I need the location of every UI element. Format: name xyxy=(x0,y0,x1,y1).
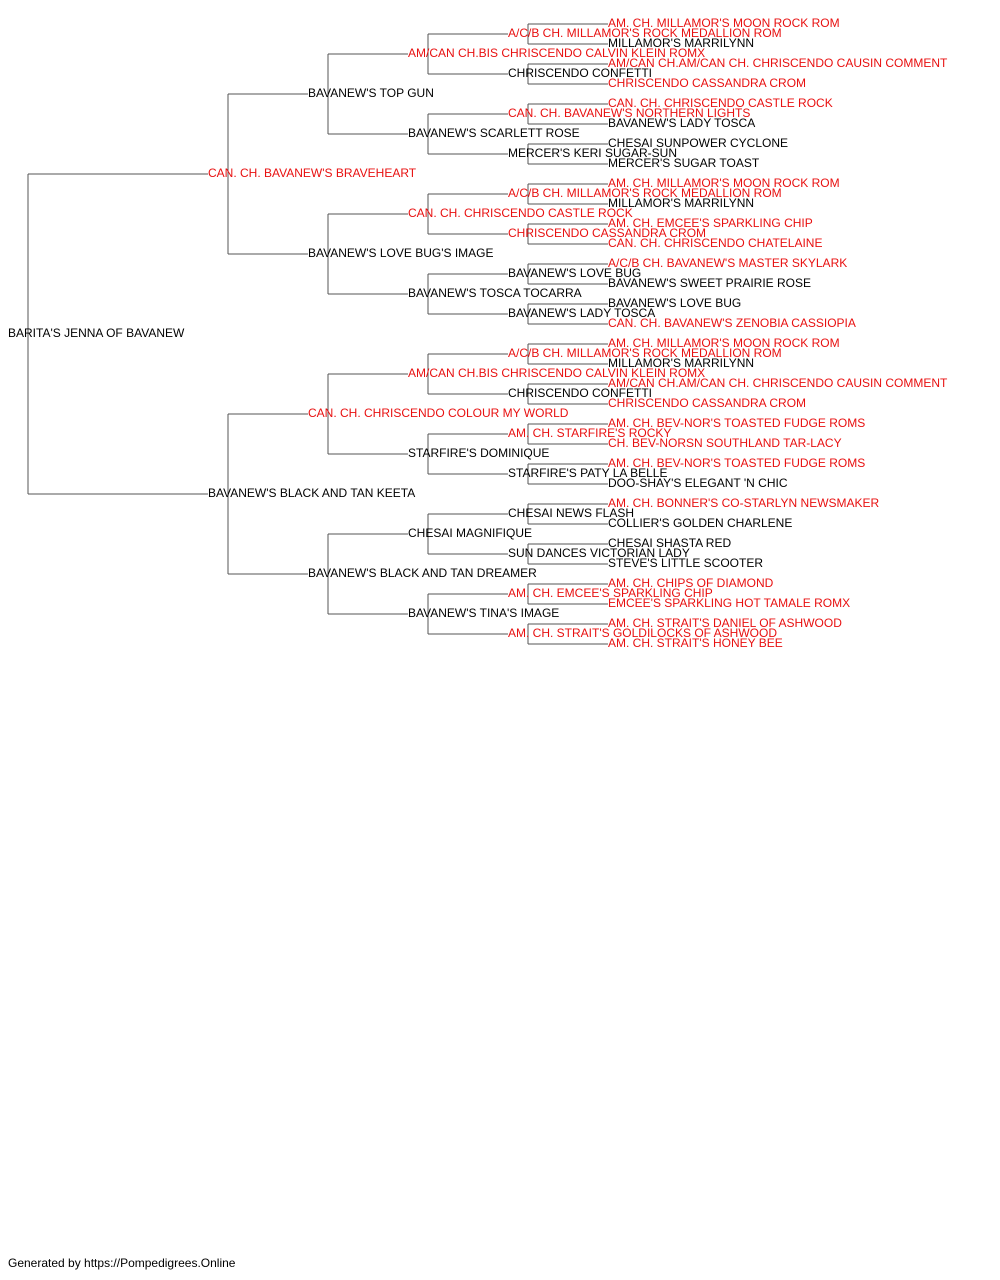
ancestor-name-gen5: AM. CH. STRAIT'S DANIEL OF ASHWOOD xyxy=(608,616,842,630)
ancestor-name-gen1: CAN. CH. BAVANEW'S BRAVEHEART xyxy=(208,166,417,180)
subject-dog-name: BARITA'S JENNA OF BAVANEW xyxy=(8,326,185,340)
ancestor-name-gen5: AM. CH. CHIPS OF DIAMOND xyxy=(608,576,774,590)
ancestor-name-gen3: CHESAI MAGNIFIQUE xyxy=(408,526,532,540)
ancestor-name-gen3: CAN. CH. CHRISCENDO CASTLE ROCK xyxy=(408,206,633,220)
ancestor-name-gen5: AM. CH. MILLAMOR'S MOON ROCK ROM xyxy=(608,176,840,190)
ancestor-name-gen5: EMCEE'S SPARKLING HOT TAMALE ROMX xyxy=(608,596,850,610)
ancestor-name-gen5: CAN. CH. CHRISCENDO CHATELAINE xyxy=(608,236,822,250)
ancestor-name-gen5: AM. CH. BONNER'S CO-STARLYN NEWSMAKER xyxy=(608,496,880,510)
ancestor-name-gen3: STARFIRE'S DOMINIQUE xyxy=(408,446,549,460)
ancestor-name-gen4: CHESAI NEWS FLASH xyxy=(508,506,634,520)
ancestor-name-gen5: BAVANEW'S LOVE BUG xyxy=(608,296,741,310)
ancestor-name-gen5: BAVANEW'S LADY TOSCA xyxy=(608,116,755,130)
ancestor-name-gen5: MERCER'S SUGAR TOAST xyxy=(608,156,760,170)
ancestor-name-gen5: STEVE'S LITTLE SCOOTER xyxy=(608,556,763,570)
ancestor-name-gen5: A/C/B CH. BAVANEW'S MASTER SKYLARK xyxy=(608,256,847,270)
ancestor-name-gen5: AM. CH. EMCEE'S SPARKLING CHIP xyxy=(608,216,813,230)
ancestor-name-gen4: SUN DANCES VICTORIAN LADY xyxy=(508,546,690,560)
ancestor-name-gen5: CHRISCENDO CASSANDRA CROM xyxy=(608,396,806,410)
ancestor-name-gen4: CHRISCENDO CONFETTI xyxy=(508,66,652,80)
ancestor-name-gen3: AM/CAN CH.BIS CHRISCENDO CALVIN KLEIN RO… xyxy=(408,366,705,380)
ancestor-name-gen5: CHESAI SHASTA RED xyxy=(608,536,731,550)
ancestor-name-gen5: MILLAMOR'S MARRILYNN xyxy=(608,36,754,50)
ancestor-name-gen4: CHRISCENDO CONFETTI xyxy=(508,386,652,400)
ancestor-name-gen2: BAVANEW'S TOP GUN xyxy=(308,86,434,100)
ancestor-name-gen2: BAVANEW'S LOVE BUG'S IMAGE xyxy=(308,246,494,260)
ancestor-name-gen5: CAN. CH. CHRISCENDO CASTLE ROCK xyxy=(608,96,833,110)
ancestor-name-gen2: CAN. CH. CHRISCENDO COLOUR MY WORLD xyxy=(308,406,569,420)
ancestor-name-gen4: A/C/B CH. MILLAMOR'S ROCK MEDALLION ROM xyxy=(508,186,782,200)
ancestor-name-gen4: A/C/B CH. MILLAMOR'S ROCK MEDALLION ROM xyxy=(508,346,782,360)
ancestor-name-gen5: CHRISCENDO CASSANDRA CROM xyxy=(608,76,806,90)
ancestor-name-gen4: AM. CH. STARFIRE'S ROCKY xyxy=(508,426,671,440)
ancestor-name-gen5: AM. CH. BEV-NOR'S TOASTED FUDGE ROMS xyxy=(608,416,865,430)
ancestor-name-gen4: BAVANEW'S LADY TOSCA xyxy=(508,306,655,320)
ancestor-name-gen3: AM/CAN CH.BIS CHRISCENDO CALVIN KLEIN RO… xyxy=(408,46,705,60)
ancestor-name-gen1: BAVANEW'S BLACK AND TAN KEETA xyxy=(208,486,415,500)
ancestor-name-gen4: AM. CH. STRAIT'S GOLDILOCKS OF ASHWOOD xyxy=(508,626,777,640)
ancestor-name-gen5: MILLAMOR'S MARRILYNN xyxy=(608,356,754,370)
ancestor-name-gen5: AM. CH. STRAIT'S HONEY BEE xyxy=(608,636,783,650)
ancestor-name-gen4: STARFIRE'S PATY LA BELLE xyxy=(508,466,667,480)
ancestor-name-gen4: AM. CH. EMCEE'S SPARKLING CHIP xyxy=(508,586,713,600)
ancestor-name-gen4: BAVANEW'S LOVE BUG xyxy=(508,266,641,280)
ancestor-name-gen2: BAVANEW'S BLACK AND TAN DREAMER xyxy=(308,566,537,580)
ancestor-name-gen5: AM/CAN CH.AM/CAN CH. CHRISCENDO CAUSIN C… xyxy=(608,376,948,390)
ancestor-name-gen5: DOO-SHAY'S ELEGANT 'N CHIC xyxy=(608,476,788,490)
ancestor-name-gen5: CH. BEV-NORSN SOUTHLAND TAR-LACY xyxy=(608,436,842,450)
ancestor-name-gen4: CAN. CH. BAVANEW'S NORTHERN LIGHTS xyxy=(508,106,750,120)
ancestor-name-gen3: BAVANEW'S SCARLETT ROSE xyxy=(408,126,580,140)
ancestor-name-gen4: MERCER'S KERI SUGAR-SUN xyxy=(508,146,677,160)
ancestor-name-gen3: BAVANEW'S TOSCA TOCARRA xyxy=(408,286,582,300)
ancestor-name-gen5: MILLAMOR'S MARRILYNN xyxy=(608,196,754,210)
ancestor-name-gen4: A/C/B CH. MILLAMOR'S ROCK MEDALLION ROM xyxy=(508,26,782,40)
ancestor-name-gen5: AM. CH. MILLAMOR'S MOON ROCK ROM xyxy=(608,336,840,350)
ancestor-name-gen4: CHRISCENDO CASSANDRA CROM xyxy=(508,226,706,240)
ancestor-name-gen5: AM/CAN CH.AM/CAN CH. CHRISCENDO CAUSIN C… xyxy=(608,56,948,70)
ancestor-name-gen5: COLLIER'S GOLDEN CHARLENE xyxy=(608,516,792,530)
ancestor-name-gen5: CHESAI SUNPOWER CYCLONE xyxy=(608,136,788,150)
footer-credit: Generated by https://Pompedigrees.Online xyxy=(8,1256,236,1270)
ancestor-name-gen5: BAVANEW'S SWEET PRAIRIE ROSE xyxy=(608,276,811,290)
ancestor-name-gen5: AM. CH. BEV-NOR'S TOASTED FUDGE ROMS xyxy=(608,456,865,470)
ancestor-name-gen3: BAVANEW'S TINA'S IMAGE xyxy=(408,606,559,620)
ancestor-name-gen5: AM. CH. MILLAMOR'S MOON ROCK ROM xyxy=(608,16,840,30)
ancestor-name-gen5: CAN. CH. BAVANEW'S ZENOBIA CASSIOPIA xyxy=(608,316,856,330)
